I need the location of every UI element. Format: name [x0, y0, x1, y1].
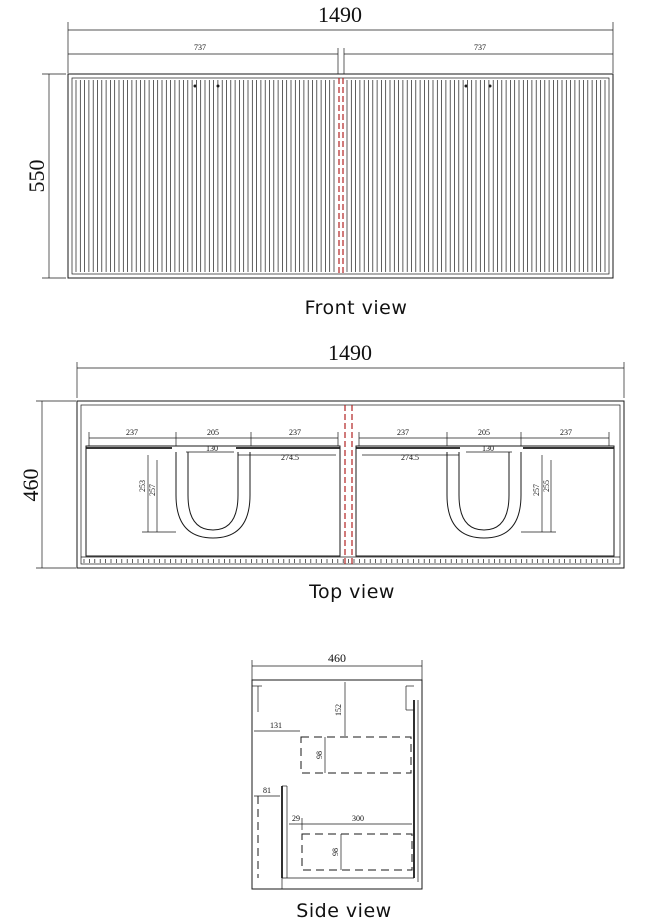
front-marker-dot	[193, 84, 197, 88]
top-view-caption: Top view	[308, 581, 395, 603]
front-right-half-label: 737	[474, 43, 486, 52]
top-cabinet-outline	[76, 400, 625, 569]
top-left-seg1-label: 237	[126, 428, 138, 437]
side-view: 460 152 131 98 81 29	[251, 651, 423, 922]
front-left-half-label: 737	[194, 43, 206, 52]
front-halves-dimension: 737 737	[68, 43, 613, 74]
top-depth-dimension: 460	[18, 400, 76, 569]
top-depth-label: 460	[18, 469, 43, 502]
side-upper-drawer-label: 98	[315, 751, 324, 759]
side-lower-width-label: 300	[352, 814, 364, 823]
top-right-seg3-label: 237	[560, 428, 572, 437]
front-cabinet-outline	[67, 73, 614, 279]
top-right-cutout-label: 130	[482, 444, 494, 453]
side-cabinet-outline	[251, 679, 423, 890]
front-height-dimension: 550	[24, 73, 66, 279]
top-view: 1490 460 237 20	[18, 340, 625, 603]
front-view-caption: Front view	[305, 297, 408, 319]
top-left-u-cutout: 130 274.5 253 257	[138, 444, 336, 539]
side-lower-setback-label: 81	[263, 786, 271, 795]
front-width-dimension: 1490	[67, 2, 614, 73]
top-width-label: 1490	[328, 340, 372, 365]
top-right-seg1-label: 237	[397, 428, 409, 437]
side-lower-drawer	[301, 833, 413, 871]
top-left-dim-chain: 237 205 237	[88, 428, 339, 446]
top-left-seg3-label: 237	[289, 428, 301, 437]
side-depth-dimension: 460	[251, 651, 423, 680]
top-front-strip	[83, 559, 614, 563]
side-upper-drawer	[300, 736, 412, 774]
side-upper-setback-label: 131	[270, 721, 282, 730]
top-cabinet-inner	[80, 404, 621, 565]
side-view-caption: Side view	[296, 900, 391, 922]
front-fluted-panels	[75, 80, 606, 272]
top-right-depth-a-label: 257	[532, 484, 541, 496]
front-width-label: 1490	[318, 2, 362, 27]
top-right-seg2-label: 205	[478, 428, 490, 437]
front-marker-dot	[488, 84, 492, 88]
top-left-compartment	[85, 445, 341, 557]
front-height-label: 550	[24, 160, 49, 193]
top-left-cutout-label: 130	[206, 444, 218, 453]
top-left-depth-b-label: 257	[148, 484, 157, 496]
side-top-offset-label: 152	[334, 704, 343, 716]
front-cabinet-inner	[71, 77, 610, 275]
top-left-span-label: 274.5	[281, 453, 299, 462]
top-right-compartment	[355, 445, 615, 557]
top-left-depth-a-label: 253	[138, 480, 147, 492]
side-lower-drawer-label: 98	[331, 848, 340, 856]
front-view: 1490 737 737 550 Front view	[24, 2, 614, 319]
side-depth-label: 460	[328, 651, 346, 665]
side-lower-gap-label: 29	[292, 814, 300, 823]
front-marker-dot	[216, 84, 220, 88]
top-right-depth-b-label: 255	[542, 480, 551, 492]
top-right-span-label: 274.5	[401, 453, 419, 462]
top-right-u-cutout: 130 274.5 257 255	[362, 444, 556, 539]
top-right-dim-chain: 237 205 237	[358, 428, 610, 446]
top-left-seg2-label: 205	[207, 428, 219, 437]
front-marker-dot	[464, 84, 468, 88]
top-width-dimension: 1490	[76, 340, 625, 398]
